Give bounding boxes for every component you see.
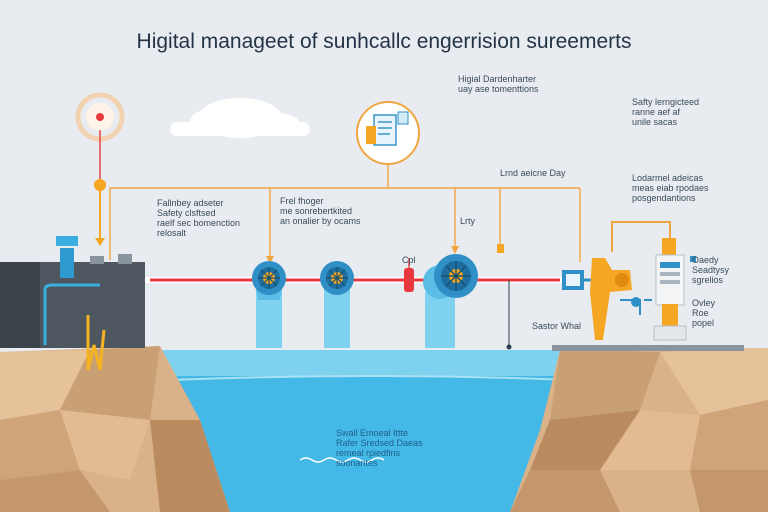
control-tower [552, 238, 744, 351]
label-left-1: Fallnbey adseter Safety clsftsed raelf s… [157, 198, 241, 238]
control-building [0, 236, 145, 371]
label-saster: Sastor Whal [532, 321, 582, 331]
label-top-center: Higial Dardenharter uay ase tomenttions [458, 74, 539, 94]
control-line [109, 165, 581, 264]
label-right-1: Lodarmel adeicas meas eiab rpodaes posge… [632, 173, 709, 203]
turbine-3 [423, 254, 478, 348]
cloud [170, 98, 310, 138]
label-top-right: Safty lerngicteed ranne aef af unile sac… [632, 97, 700, 127]
turbine-2 [320, 261, 354, 348]
left-sensor-mast [75, 92, 125, 246]
label-center-1: Frel fhoger me sonrebertkited an onalier… [280, 196, 361, 226]
turbine-1 [252, 261, 286, 348]
label-right-3: Ovley Roe popel [692, 298, 716, 328]
right-rock-cliff [510, 348, 768, 512]
label-lrty: Lrty [460, 216, 476, 226]
page-title: Higital manageet of sunhcallc engerrisio… [136, 30, 632, 53]
document-icon [356, 101, 420, 165]
label-cpl: Cpl [402, 255, 416, 265]
penstock-pipe [145, 258, 565, 350]
label-lrnd: Lrnd aeicne Day [500, 168, 566, 178]
water-reservoir [160, 350, 580, 512]
left-rock-cliff [0, 346, 230, 512]
label-water: Swall Emoeal Ittte Rafer Sredsed Daeas r… [336, 428, 423, 468]
label-right-2: Oaedy Seadtysy sgrelios [692, 255, 730, 285]
right-equipment [562, 221, 671, 340]
